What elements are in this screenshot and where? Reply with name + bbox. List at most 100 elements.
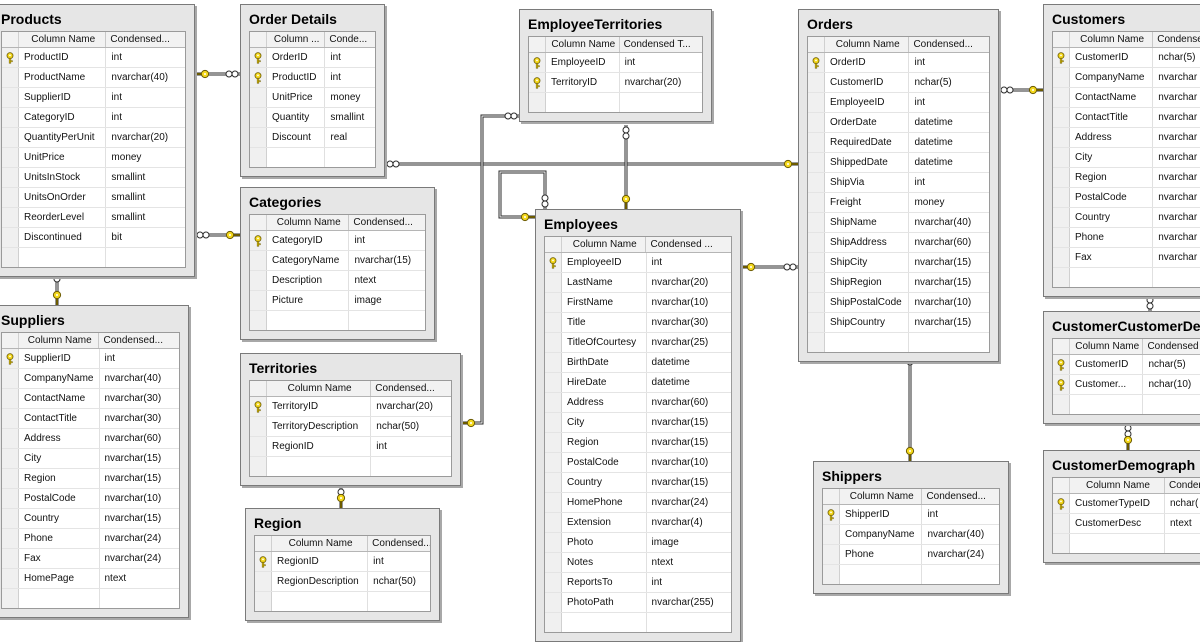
empty-row[interactable] [823, 565, 999, 584]
row-selector[interactable] [1053, 68, 1070, 87]
empty-row[interactable] [250, 457, 451, 476]
row-selector[interactable] [2, 549, 19, 568]
row-selector[interactable] [808, 73, 825, 92]
row-selector[interactable] [823, 545, 840, 564]
row-selector[interactable] [2, 469, 19, 488]
row-selector[interactable] [250, 291, 267, 310]
row-selector[interactable] [545, 293, 562, 312]
row-selector[interactable] [545, 553, 562, 572]
row-selector[interactable] [2, 188, 19, 207]
row-selector[interactable] [545, 393, 562, 412]
row-selector[interactable] [1053, 88, 1070, 107]
row-selector[interactable] [255, 552, 272, 571]
row-selector[interactable] [808, 133, 825, 152]
row-selector[interactable] [1053, 494, 1070, 513]
row-selector[interactable] [545, 333, 562, 352]
empty-row[interactable] [250, 311, 425, 330]
row-selector[interactable] [250, 48, 267, 67]
row-selector[interactable] [808, 53, 825, 72]
row-selector[interactable] [545, 413, 562, 432]
row-selector[interactable] [545, 533, 562, 552]
row-selector[interactable] [2, 429, 19, 448]
empty-row[interactable] [2, 248, 185, 267]
row-selector[interactable] [545, 573, 562, 592]
row-selector[interactable] [250, 128, 267, 147]
row-selector[interactable] [808, 193, 825, 212]
row-selector[interactable] [250, 68, 267, 87]
row-selector[interactable] [529, 53, 546, 72]
row-selector[interactable] [823, 565, 840, 584]
empty-row[interactable] [808, 333, 989, 352]
row-selector[interactable] [1053, 395, 1070, 414]
row-selector[interactable] [545, 593, 562, 612]
row-selector[interactable] [545, 453, 562, 472]
row-selector[interactable] [250, 251, 267, 270]
row-selector[interactable] [545, 613, 562, 632]
row-selector[interactable] [1053, 375, 1070, 394]
row-selector[interactable] [1053, 208, 1070, 227]
row-selector[interactable] [2, 68, 19, 87]
row-selector[interactable] [2, 509, 19, 528]
row-selector[interactable] [545, 353, 562, 372]
row-selector[interactable] [545, 313, 562, 332]
empty-row[interactable] [250, 148, 375, 167]
row-selector[interactable] [2, 148, 19, 167]
empty-row[interactable] [1053, 534, 1200, 553]
row-selector[interactable] [808, 213, 825, 232]
empty-row[interactable] [1053, 395, 1200, 414]
row-selector[interactable] [250, 457, 267, 476]
row-selector[interactable] [250, 108, 267, 127]
row-selector[interactable] [808, 113, 825, 132]
empty-row[interactable] [545, 613, 731, 632]
row-selector[interactable] [255, 592, 272, 611]
row-selector[interactable] [808, 293, 825, 312]
row-selector[interactable] [255, 572, 272, 591]
